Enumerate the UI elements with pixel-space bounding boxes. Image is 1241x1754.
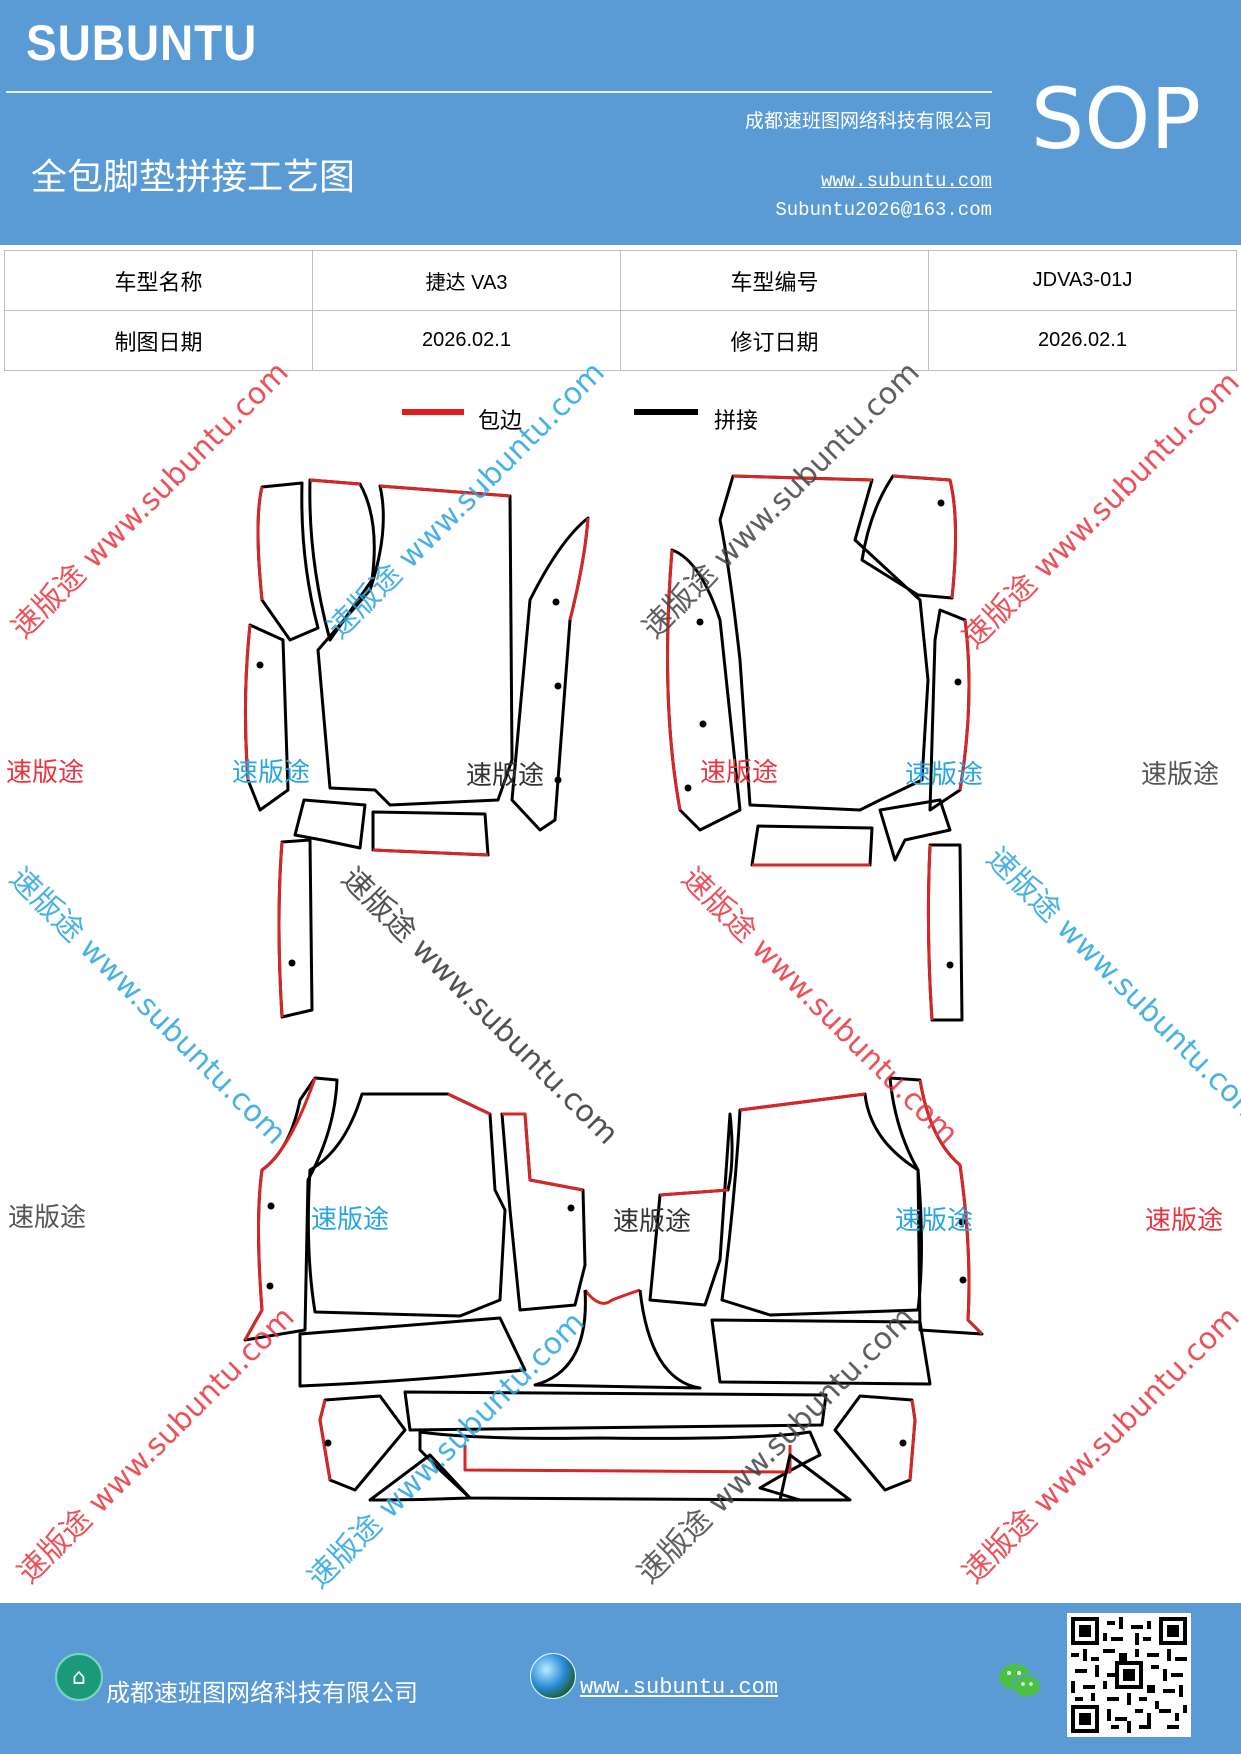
watermark-layer: 速版途 速版途 速版途 速版途 速版途 速版途 速版途 速版途 速版途 速版途 … — [6, 758, 1223, 1237]
header-divider — [6, 91, 992, 93]
model-name-value: 捷达 VA3 — [312, 250, 621, 311]
draw-date-value: 2026.02.1 — [312, 310, 621, 371]
globe-icon — [530, 1653, 576, 1699]
watermark-text: 速版途 — [613, 1207, 691, 1237]
legend-seam-label: 拼接 — [714, 409, 758, 434]
watermark-diagonal: 速版途 www.subuntu.com — [321, 355, 612, 646]
website-link[interactable]: www.subuntu.com — [820, 170, 992, 192]
rear-mat — [243, 1076, 984, 1502]
table-row: 车型名称 捷达 VA3 车型编号 JDVA3-01J — [4, 250, 1237, 311]
watermark-diagonal: 速版途 www.subuntu.com — [5, 355, 296, 646]
watermark-diagonal: 速版途 www.subuntu.com — [636, 355, 927, 646]
model-code-value: JDVA3-01J — [928, 250, 1237, 311]
info-table: 车型名称 捷达 VA3 车型编号 JDVA3-01J 制图日期 2026.02.… — [4, 250, 1237, 371]
model-code-label: 车型编号 — [620, 250, 929, 311]
draw-date-label: 制图日期 — [4, 310, 313, 371]
wechat-icon — [999, 1664, 1042, 1698]
footer-company: 成都速班图网络科技有限公司 — [106, 1679, 418, 1707]
front-left-mat — [243, 478, 590, 1019]
qr-code — [1067, 1613, 1191, 1737]
watermark-text: 速版途 — [466, 761, 544, 791]
watermark-text: 速版途 — [232, 758, 310, 788]
model-name-label: 车型名称 — [4, 250, 313, 311]
watermark-text: 速版途 — [700, 758, 778, 788]
front-right-mat — [666, 474, 971, 1022]
watermark-diagonal: 速版途 www.subuntu.com — [301, 1305, 592, 1596]
watermark-text: 速版途 — [905, 760, 983, 790]
watermark-text: 速版途 — [1145, 1206, 1223, 1236]
watermark-text: 速版途 — [8, 1203, 86, 1233]
watermark-diagonal: 速版途 www.subuntu.com — [979, 841, 1241, 1132]
watermark-diagonal: 速版途 www.subuntu.com — [674, 861, 965, 1152]
mat-drawing: 包边 拼接 — [2, 355, 1241, 1596]
watermark-diagonal: 速版途 www.subuntu.com — [631, 1300, 922, 1591]
company-name: 成都速班图网络科技有限公司 — [744, 110, 992, 132]
watermark-text: 速版途 — [6, 758, 84, 788]
brand-logo: SUBUNTU — [26, 15, 258, 71]
watermark-text: 速版途 — [895, 1206, 973, 1236]
revise-date-value: 2026.02.1 — [928, 310, 1237, 371]
page-title: 全包脚垫拼接工艺图 — [31, 157, 356, 198]
email-address: Subuntu2026@163.com — [775, 199, 992, 221]
watermark-diagonal: 速版途 www.subuntu.com — [11, 1300, 302, 1591]
legend-edge-label: 包边 — [478, 409, 522, 434]
watermark-diagonal: 速版途 www.subuntu.com — [956, 365, 1241, 656]
watermark-diagonal: 速版途 www.subuntu.com — [2, 861, 293, 1152]
revise-date-label: 修订日期 — [620, 310, 929, 371]
header: SUBUNTU SOP 全包脚垫拼接工艺图 成都速班图网络科技有限公司 www.… — [0, 0, 1241, 245]
doc-type: SOP — [1030, 70, 1201, 168]
footer-website-link[interactable]: www.subuntu.com — [580, 1675, 779, 1700]
footer: ⌂ 成都速班图网络科技有限公司 www.subuntu.com — [0, 1603, 1241, 1754]
table-row: 制图日期 2026.02.1 修订日期 2026.02.1 — [4, 310, 1237, 371]
watermark-text: 速版途 — [1141, 760, 1219, 790]
watermark-text: 速版途 — [311, 1205, 389, 1235]
home-icon: ⌂ — [55, 1653, 103, 1701]
watermark-diagonal: 速版途 www.subuntu.com — [956, 1300, 1241, 1591]
